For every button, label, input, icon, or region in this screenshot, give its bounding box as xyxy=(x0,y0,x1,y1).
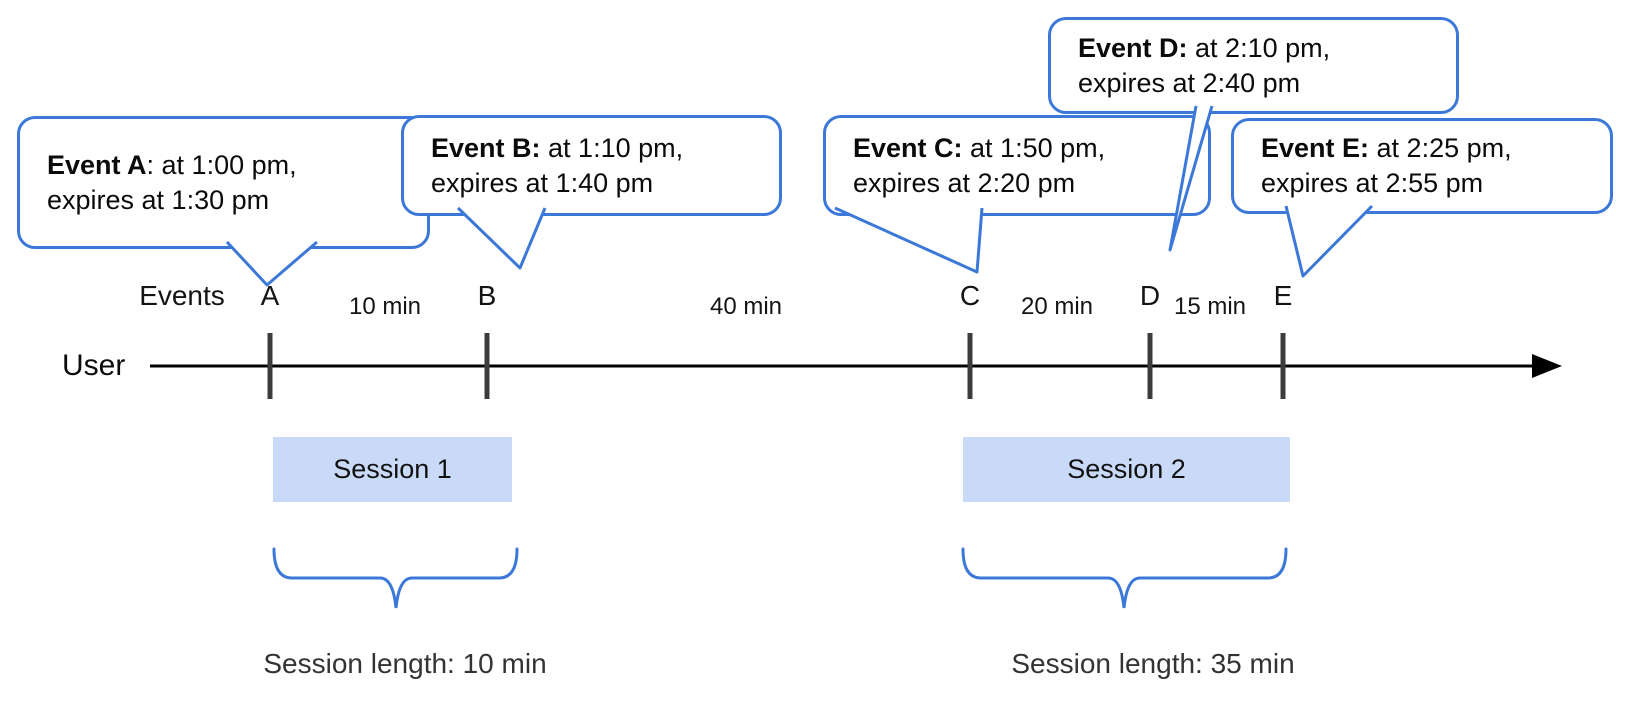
event-e-time: at 2:25 pm, xyxy=(1369,133,1512,163)
speech-bubble-event-b: Event B: at 1:10 pm, expires at 1:40 pm xyxy=(401,115,782,216)
bubble-line-2: expires at 2:40 pm xyxy=(1078,67,1301,98)
bubble-a-tail-icon xyxy=(225,240,318,287)
session-2-length-caption: Session length: 35 min xyxy=(1011,648,1295,679)
interval-b-c: 40 min xyxy=(709,293,783,320)
bubble-line-2: expires at 2:55 pm xyxy=(1261,168,1484,198)
session-2-brace-icon xyxy=(961,547,1288,609)
bubble-line-1: Event C: at 1:50 pm, xyxy=(853,131,1208,166)
event-d-time: at 2:10 pm, xyxy=(1187,32,1331,63)
session-1-box: Session 1 xyxy=(273,437,512,502)
bubble-line-2: expires at 1:40 pm xyxy=(431,167,654,198)
bubble-line-1: Event D: at 2:10 pm, xyxy=(1078,31,1456,66)
tick-label-b: B xyxy=(477,280,497,311)
speech-bubble-event-c: Event C: at 1:50 pm, expires at 2:20 pm xyxy=(823,115,1211,216)
speech-bubble-event-d: Event D: at 2:10 pm, expires at 2:40 pm xyxy=(1048,17,1459,114)
interval-a-b: 10 min xyxy=(348,293,422,320)
bubble-line-2: expires at 1:30 pm xyxy=(47,184,270,215)
bubble-line-1: Event E: at 2:25 pm, xyxy=(1261,131,1610,166)
tick-label-e: E xyxy=(1273,280,1293,311)
bubble-c-tail-icon xyxy=(834,206,984,274)
event-a-title: Event A xyxy=(47,149,147,180)
session-1-label: Session 1 xyxy=(333,454,452,484)
session-1-length-caption: Session length: 10 min xyxy=(263,648,547,679)
session-2-label: Session 2 xyxy=(1067,454,1186,484)
event-d-title: Event D: xyxy=(1078,32,1188,63)
event-c-title: Event C: xyxy=(853,132,963,163)
event-b-time: at 1:10 pm, xyxy=(540,132,684,163)
timeline-arrowhead-icon xyxy=(1532,354,1562,378)
interval-c-d: 20 min xyxy=(1020,293,1094,320)
user-axis-label: User xyxy=(62,349,126,382)
session-1-brace-icon xyxy=(272,547,519,609)
speech-bubble-event-a: Event A: at 1:00 pm, expires at 1:30 pm xyxy=(17,116,430,249)
events-row-label: Events xyxy=(139,280,225,311)
bubble-b-tail-icon xyxy=(456,206,547,270)
session-2-box: Session 2 xyxy=(963,437,1290,502)
bubble-line-1: Event B: at 1:10 pm, xyxy=(431,131,779,166)
event-e-title: Event E: xyxy=(1261,133,1370,163)
bubble-d-tail-icon xyxy=(1168,105,1214,252)
event-c-time: at 1:50 pm, xyxy=(962,132,1106,163)
bubble-line-2: expires at 2:20 pm xyxy=(853,167,1076,198)
tick-label-d: D xyxy=(1139,280,1161,311)
interval-d-e: 15 min xyxy=(1173,293,1247,320)
event-b-title: Event B: xyxy=(431,132,541,163)
bubble-line-1: Event A: at 1:00 pm, xyxy=(47,148,427,183)
bubble-e-tail-icon xyxy=(1284,204,1374,278)
tick-label-a: A xyxy=(260,280,280,311)
event-a-time: : at 1:00 pm, xyxy=(146,149,297,180)
speech-bubble-event-e: Event E: at 2:25 pm, expires at 2:55 pm xyxy=(1231,118,1613,214)
tick-label-c: C xyxy=(959,280,981,311)
